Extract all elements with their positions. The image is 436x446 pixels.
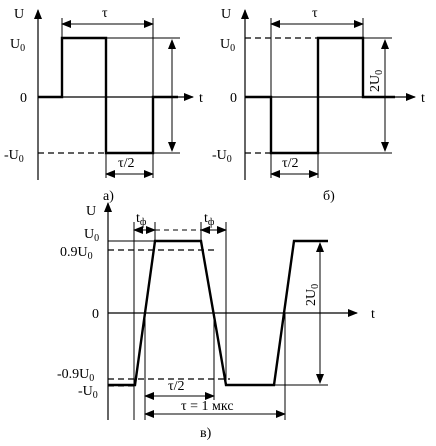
level-top-label: U0: [220, 37, 235, 54]
level-top-label: U0: [10, 37, 25, 54]
y-axis-label: U: [86, 204, 96, 219]
period-label: τ: [312, 6, 318, 21]
x-axis-label: t: [371, 307, 375, 322]
y-axis-label: U: [14, 7, 24, 22]
caption: в): [200, 426, 212, 441]
amplitude-label: 2U0: [304, 284, 321, 306]
fall-time-label: tф: [204, 211, 215, 228]
x-axis-label: t: [421, 91, 425, 106]
level-bottom-label: -U0: [78, 384, 98, 401]
diagram-a: U t U0 0 -U0 τ τ/2 а): [4, 6, 203, 204]
level-top90-label: 0.9U0: [60, 245, 93, 262]
level-bottom-label: -U0: [4, 148, 24, 165]
square-wave: [38, 36, 178, 155]
level-bottom90-label: -0.9U0: [57, 367, 94, 384]
half-period-label: τ/2: [168, 379, 185, 394]
caption: б): [323, 189, 335, 204]
half-period-label: τ/2: [118, 156, 135, 171]
level-zero-label: 0: [20, 91, 27, 106]
level-zero-label: 0: [230, 91, 237, 106]
diagram-c: U t U0 0.9U0 0 -0.9U0 -U0 tф tф 2U0 τ/2 …: [57, 202, 375, 441]
diagram-b: U t U0 0 -U0 τ τ/2 2U0 б): [212, 6, 425, 204]
period-label: τ: [102, 6, 108, 21]
level-bottom-label: -U0: [212, 148, 232, 165]
caption: а): [103, 189, 114, 204]
x-axis-label: t: [199, 91, 203, 106]
half-period-label: τ/2: [282, 156, 299, 171]
level-top-label: U0: [84, 227, 99, 244]
rise-time-label: tф: [136, 211, 147, 228]
square-wave: [245, 36, 395, 155]
level-zero-label: 0: [92, 307, 99, 322]
period-label: τ = 1 мкс: [181, 399, 234, 414]
amplitude-label: 2U0: [368, 70, 385, 92]
y-axis-label: U: [221, 7, 231, 22]
